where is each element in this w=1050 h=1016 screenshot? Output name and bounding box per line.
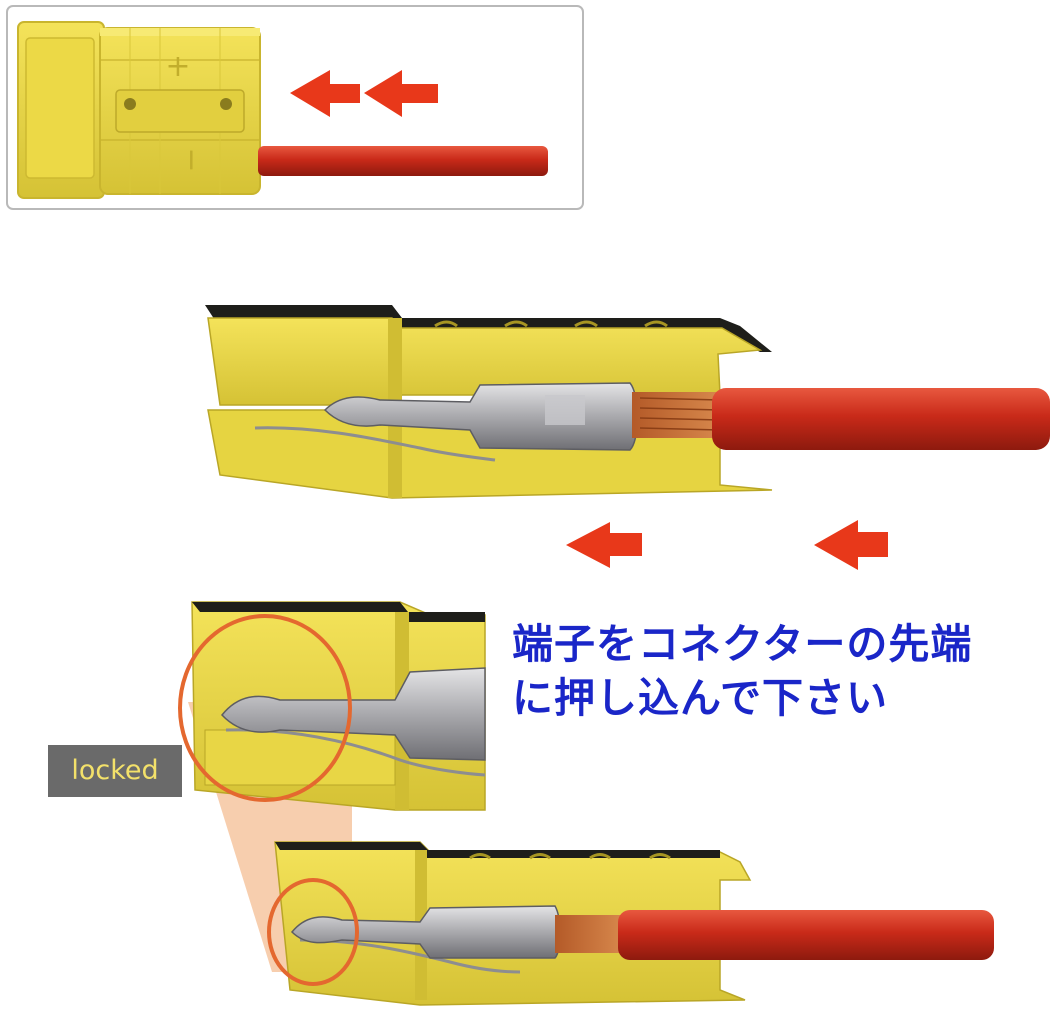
rivet-hole: [220, 98, 232, 110]
connector-detail-zoom: [191, 601, 486, 811]
locked-highlight-circle: [178, 614, 352, 802]
locked-label: locked: [48, 745, 182, 797]
connector-locked-bottom: [274, 841, 994, 1006]
plus-mark: +: [165, 49, 190, 84]
arrow-left-icon: [814, 520, 888, 570]
locked-highlight-circle: [267, 878, 359, 986]
cable-top: [258, 146, 548, 176]
connector-body-top: + −: [17, 21, 261, 199]
arrow-left-icon: [290, 70, 360, 117]
rivet-hole: [124, 98, 136, 110]
minus-mark: −: [174, 147, 209, 172]
connector-cutaway-middle: [205, 305, 1050, 499]
instruction-text-line-1: 端子をコネクターの先端: [512, 620, 973, 668]
arrow-left-icon: [566, 522, 642, 568]
arrow-left-icon: [364, 70, 438, 117]
instruction-text-line-2: に押し込んで下さい: [512, 674, 888, 722]
